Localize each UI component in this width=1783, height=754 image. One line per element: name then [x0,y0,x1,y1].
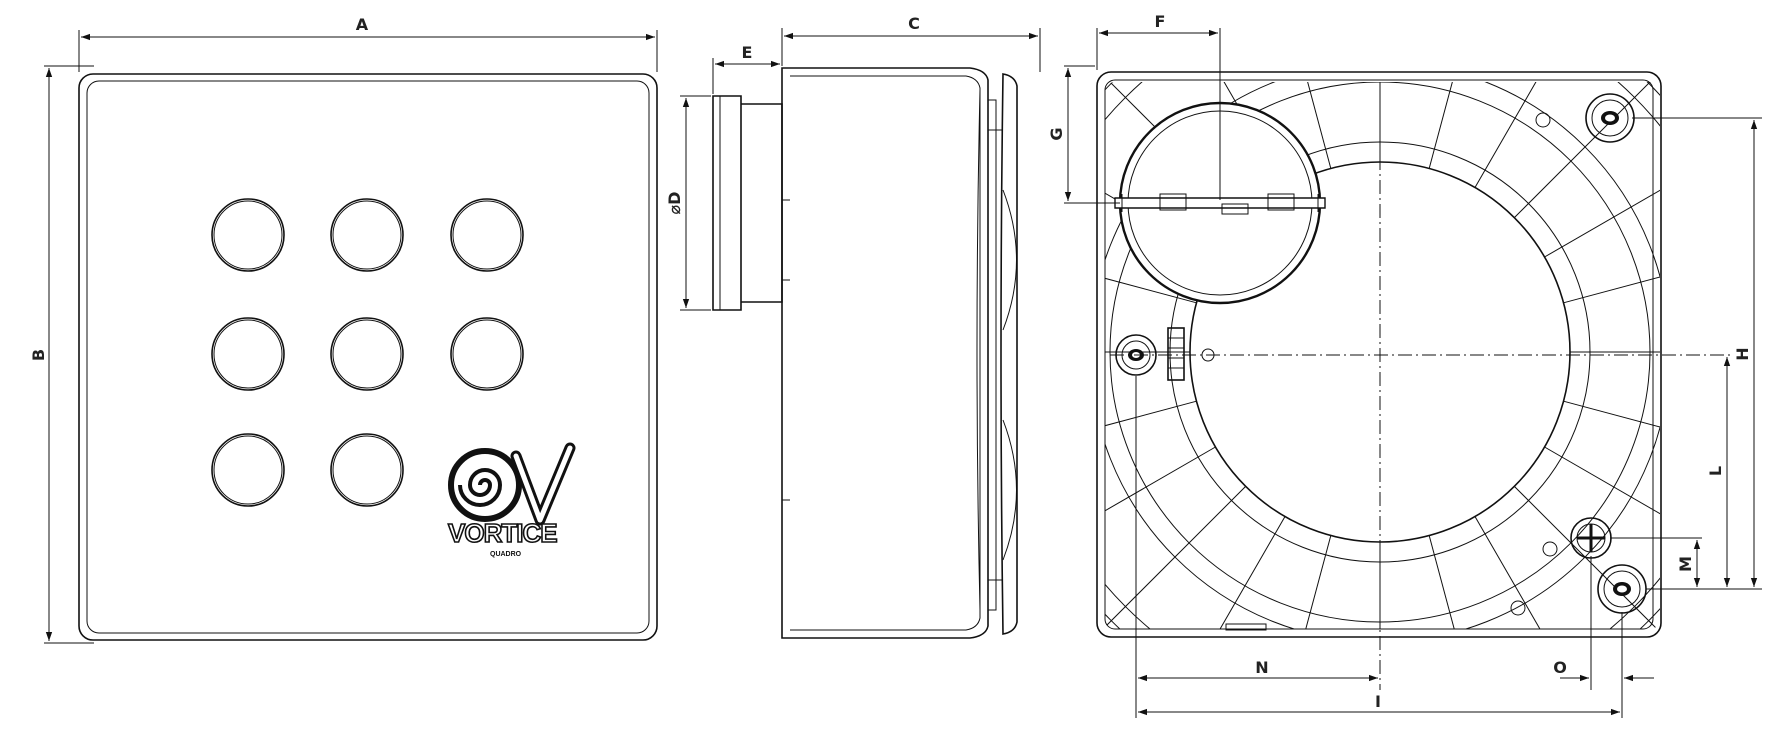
rib [1513,485,1660,629]
brand-name: VORTICE [448,518,557,548]
rib [1544,141,1660,258]
fixing-boss-bottom-right [1597,564,1647,614]
vent-hole [452,200,522,270]
rib [1474,516,1591,629]
vent-hole [332,319,402,389]
rib [1105,446,1216,563]
dim-label-l: L [1706,466,1725,476]
rib [1169,516,1286,629]
dim-label-g: G [1047,127,1066,140]
rib [1105,485,1247,629]
front-vent-holes [211,198,524,507]
vent-hole [332,200,402,270]
vent-hole [330,198,404,272]
rib [1105,242,1197,304]
rib [1563,242,1660,304]
vent-hole [332,435,402,505]
rib [1474,82,1591,188]
vortice-logo: VORTICE QUADRO [447,442,576,558]
cable-entry [1570,517,1612,559]
rib [1270,535,1332,629]
rear-rib-grid [1105,82,1660,629]
fixing-boss-top-right [1585,93,1635,143]
vent-hole [330,433,404,507]
side-view: C E ⌀D [665,14,1041,639]
rib [1428,82,1490,169]
dim-label-m: M [1676,556,1695,572]
rib [1428,535,1490,629]
dim-label-h: H [1733,347,1752,360]
front-panel-inner [86,80,650,634]
dim-label-a: A [356,15,369,34]
vent-hole [450,198,524,272]
dim-label-i: I [1375,692,1381,711]
side-cover [1000,73,1018,635]
dim-label-o: O [1553,658,1567,677]
vent-hole [213,200,283,270]
vent-hole [213,319,283,389]
dim-label-d: ⌀D [665,192,684,215]
front-panel-outer [78,73,658,641]
backdraft-shutter [1114,197,1326,209]
rear-housing-inner [1104,79,1654,630]
vent-hole [211,433,285,507]
side-housing [781,67,989,639]
dim-label-b: B [29,349,48,361]
vent-hole [211,317,285,391]
spigot [712,95,742,311]
vent-hole [213,435,283,505]
vent-hole [330,317,404,391]
vent-hole [452,319,522,389]
terminal-block [1167,327,1185,381]
dim-label-e: E [742,43,753,62]
dim-label-f: F [1155,12,1166,31]
dim-label-c: C [908,14,920,33]
vent-hole [211,198,285,272]
vent-hole [450,317,524,391]
rib [1563,400,1660,462]
rear-housing-outer [1096,71,1662,638]
rear-view: F G H L M N I O [1047,12,1762,718]
rib [1270,82,1332,169]
dim-label-n: N [1255,658,1268,677]
rib [1544,446,1660,563]
front-view: VORTICE QUADRO A B [29,15,658,644]
brand-model: QUADRO [490,551,522,558]
rib [1105,400,1197,462]
